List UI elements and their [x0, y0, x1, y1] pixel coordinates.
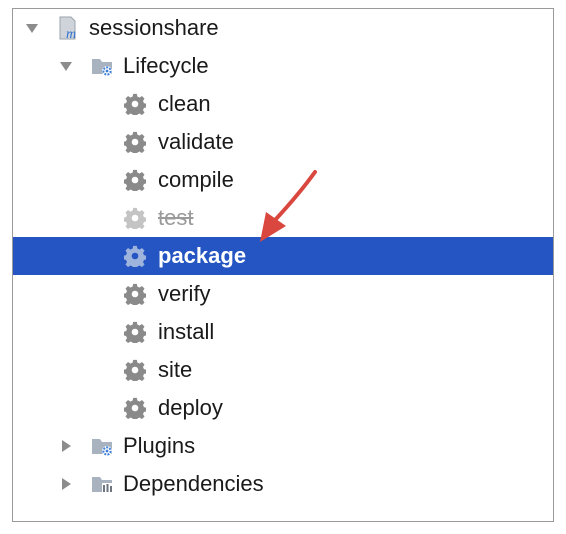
phase-label: package: [158, 243, 247, 268]
tree-row-dependencies[interactable]: Dependencies: [13, 465, 553, 503]
gear-icon: [123, 168, 147, 192]
phase-label: deploy: [158, 395, 223, 420]
phase-label: verify: [158, 281, 211, 306]
tree-row-lifecycle[interactable]: Lifecycle: [13, 47, 553, 85]
phase-label: clean: [158, 91, 211, 116]
tree-label-sessionshare: sessionshare: [89, 15, 219, 40]
maven-module-icon: m: [57, 16, 81, 40]
tree-label-dependencies: Dependencies: [123, 471, 264, 496]
expand-right-icon[interactable]: [59, 477, 73, 491]
lifecycle-phase-validate[interactable]: validate: [13, 123, 553, 161]
expand-right-icon[interactable]: [59, 439, 73, 453]
folder-gear-icon: [91, 434, 115, 458]
tree-label-lifecycle: Lifecycle: [123, 53, 209, 78]
phase-label: site: [158, 357, 193, 382]
gear-icon: [123, 396, 147, 420]
phase-label: install: [158, 319, 215, 344]
tree-row-plugins[interactable]: Plugins: [13, 427, 553, 465]
gear-icon: [123, 244, 147, 268]
gear-icon: [123, 130, 147, 154]
expand-down-icon[interactable]: [59, 59, 73, 73]
gear-icon: [123, 282, 147, 306]
phase-label: validate: [158, 129, 234, 154]
gear-icon: [123, 358, 147, 382]
phase-label: compile: [158, 167, 234, 192]
lifecycle-phase-clean[interactable]: clean: [13, 85, 553, 123]
maven-projects-tree: m sessionshare Lifecycle clean val: [12, 8, 554, 522]
gear-icon: [123, 92, 147, 116]
lifecycle-phase-site[interactable]: site: [13, 351, 553, 389]
lifecycle-phase-verify[interactable]: verify: [13, 275, 553, 313]
tree-label-plugins: Plugins: [123, 433, 196, 458]
tree-row-sessionshare[interactable]: m sessionshare: [13, 9, 553, 47]
phase-label: test: [158, 205, 194, 230]
gear-icon: [123, 206, 147, 230]
expand-down-icon[interactable]: [25, 21, 39, 35]
folder-library-icon: [91, 472, 115, 496]
svg-text:m: m: [66, 27, 76, 40]
gear-icon: [123, 320, 147, 344]
lifecycle-phase-deploy[interactable]: deploy: [13, 389, 553, 427]
folder-gear-icon: [91, 54, 115, 78]
lifecycle-phase-package[interactable]: package: [13, 237, 553, 275]
lifecycle-phase-test[interactable]: test: [13, 199, 553, 237]
lifecycle-phase-install[interactable]: install: [13, 313, 553, 351]
lifecycle-phase-compile[interactable]: compile: [13, 161, 553, 199]
